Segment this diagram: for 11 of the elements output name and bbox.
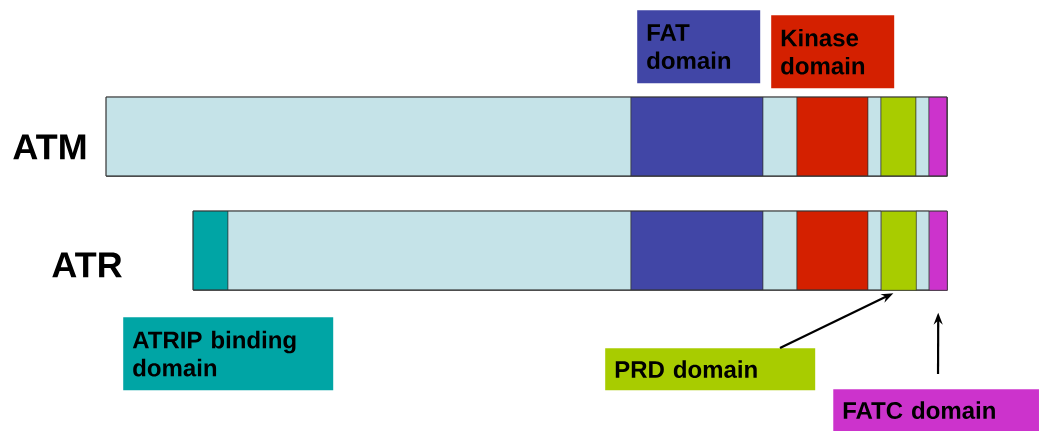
domain-label-box: FATC domain [833,389,1039,431]
protein-name: ATR [52,252,122,278]
domain-label-box: FAT domain [637,10,761,84]
domain-label-box: PRD domain [605,348,816,391]
protein-name: ATM [13,134,86,160]
protein-bar [192,210,948,291]
domain-segment [929,211,948,291]
domain-label-box: Kinase domain [771,15,895,89]
domain-segment [881,211,917,291]
protein-bar [105,96,948,177]
domain-label-box: ATRIP binding domain [123,317,334,391]
